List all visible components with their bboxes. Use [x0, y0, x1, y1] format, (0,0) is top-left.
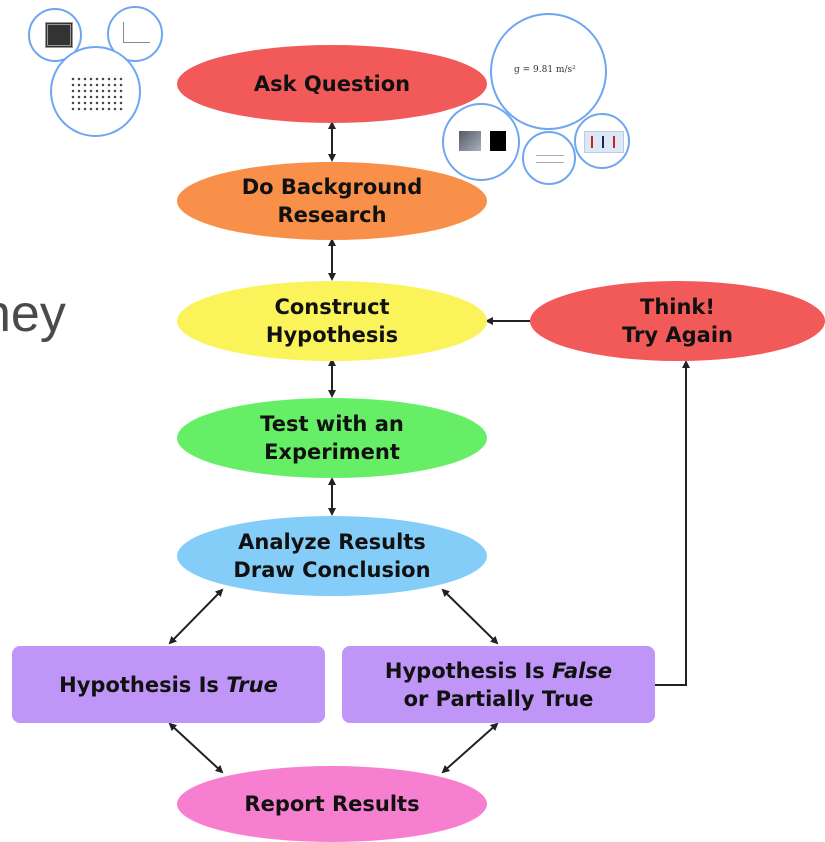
thumbnail-bubble-1[interactable] [28, 8, 82, 62]
black-square-icon [490, 131, 506, 151]
thumbnail-bubble-3[interactable] [50, 46, 141, 137]
node-ask-question-label: Ask Question [253, 72, 411, 96]
hypothesis-false-emphasis: False [552, 658, 613, 683]
node-hypothesis-false-label: Hypothesis Is False or Partially True [385, 657, 612, 713]
hypothesis-true-prefix: Hypothesis Is [59, 672, 227, 697]
node-background-research: Do Background Research [177, 162, 487, 240]
node-hypothesis-false: Hypothesis Is False or Partially True [342, 646, 655, 723]
gray-square-icon [459, 131, 481, 151]
node-report-results: Report Results [177, 766, 487, 842]
thumbnail-bubble-2[interactable] [107, 6, 163, 62]
thumbnail-bubble-bars[interactable] [574, 113, 630, 169]
node-construct-hypothesis: Construct Hypothesis [177, 281, 487, 361]
node-hypothesis-true-label: Hypothesis Is True [59, 671, 278, 699]
node-think-try-again: Think! Try Again [530, 281, 825, 361]
node-test-experiment-label: Test with an Experiment [260, 412, 404, 464]
arrow-analyze-to-false [441, 588, 499, 645]
hypothesis-false-prefix: Hypothesis Is [384, 658, 553, 683]
arrow-analyze-to-true [168, 588, 224, 645]
arrow-false-to-report [441, 722, 499, 774]
node-think-try-again-label: Think! Try Again [622, 295, 733, 347]
arrow-false-to-think [655, 360, 690, 686]
bar-chart-thumbnail-icon [584, 131, 624, 153]
arrow-true-to-report [168, 722, 224, 774]
formula-text: g = 9.81 m/s² [514, 65, 576, 75]
node-analyze-results-label: Analyze Results Draw Conclusion [233, 530, 431, 582]
node-analyze-results: Analyze Results Draw Conclusion [177, 516, 487, 596]
hypothesis-true-emphasis: True [226, 672, 278, 697]
node-hypothesis-true: Hypothesis Is True [12, 646, 325, 723]
thumbnail-bubble-small[interactable] [522, 131, 576, 185]
node-report-results-label: Report Results [244, 792, 420, 816]
scatter-thumbnail-icon [123, 22, 150, 43]
thumbnail-bubble-squares[interactable] [442, 103, 520, 181]
partial-background-text: ney [0, 285, 66, 343]
hypothesis-false-line2: or Partially True [403, 686, 594, 711]
dot-grid-thumbnail-icon [70, 76, 125, 111]
node-construct-hypothesis-label: Construct Hypothesis [265, 295, 399, 347]
node-background-research-label: Do Background Research [241, 175, 423, 227]
node-ask-question: Ask Question [177, 45, 487, 123]
caption-lines-icon [536, 155, 564, 163]
thumbnail-bubble-formula[interactable]: g = 9.81 m/s² [490, 13, 607, 130]
thumbnail-image-icon [45, 22, 73, 48]
node-test-experiment: Test with an Experiment [177, 398, 487, 478]
